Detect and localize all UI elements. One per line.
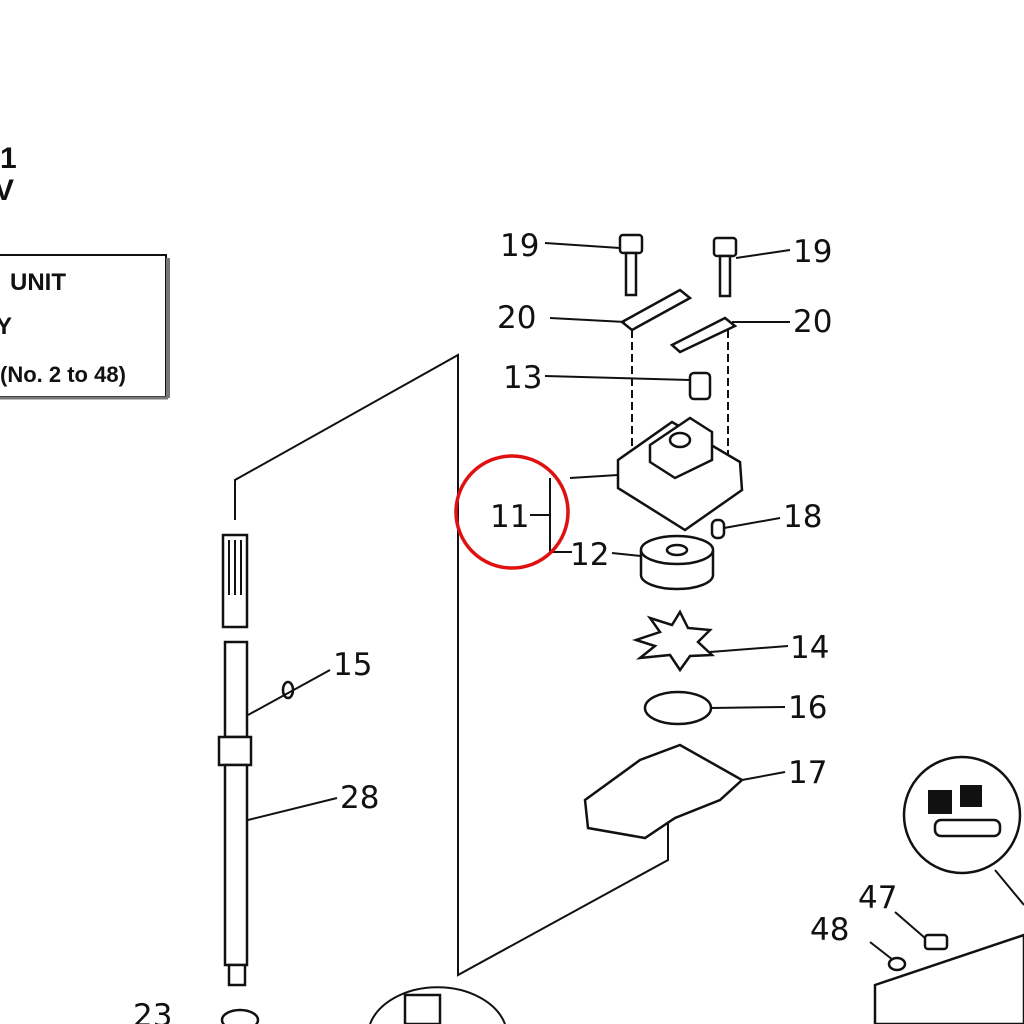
plate-20-right [669,316,738,354]
pump-housing-11 [616,416,744,532]
callout-14: 14 [790,630,829,666]
callout-20-left: 20 [497,300,536,336]
detail-inset [902,755,1022,875]
callout-13: 13 [503,360,542,396]
callout-28: 28 [340,780,379,816]
title-line-1: UNIT [10,269,66,296]
callout-12: 12 [570,537,609,573]
insert-cartridge-12 [639,534,715,591]
title-box: UNIT Y (No. 2 to 48) [0,254,170,400]
callout-47: 47 [858,880,897,916]
title-line-2: Y [0,313,12,340]
leader-lines [247,242,926,961]
callout-19-left: 19 [500,228,539,264]
plate-20-left [619,288,693,332]
title-line-3: (No. 2 to 48) [0,362,126,387]
callout-15: 15 [333,647,372,683]
header-fragment-2: V [0,174,14,207]
impeller-14 [631,609,716,673]
callout-18: 18 [783,499,822,535]
group-bracket [234,353,669,977]
pin-18 [710,518,726,540]
callout-19-right: 19 [793,234,832,270]
callout-23: 23 [133,998,172,1024]
callout-48: 48 [810,912,849,948]
gasket-16 [643,690,713,726]
bolt-19-left [618,233,644,297]
callout-20-right: 20 [793,304,832,340]
drive-shaft [217,533,295,1024]
highlight-circle [454,454,570,570]
outer-plate-17 [583,743,745,840]
grommet-13 [688,371,712,401]
header-fragment-1: 1 [0,142,17,175]
callout-16: 16 [788,690,827,726]
bolt-19-right [712,236,738,298]
washer-48 [887,956,907,972]
callout-17: 17 [788,755,827,791]
callout-11: 11 [490,499,529,535]
bolt-47 [923,933,949,951]
